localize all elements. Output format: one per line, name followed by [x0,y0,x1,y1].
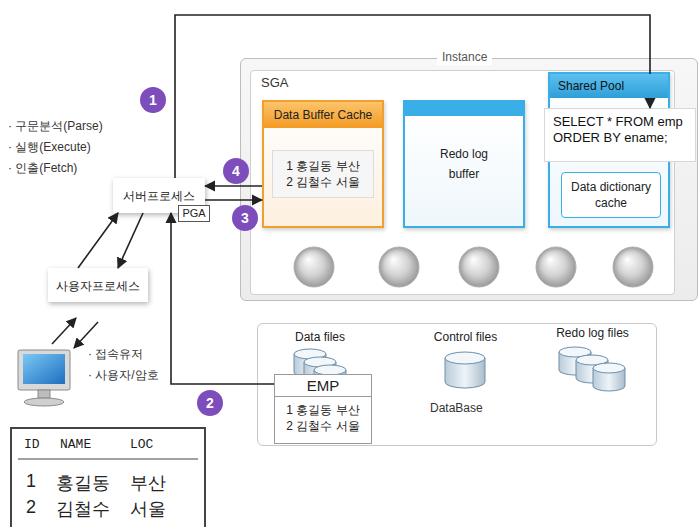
buffer-cache-box: Data Buffer Cache 1 홍길동 부산2 김철수 서울 [262,100,384,228]
callout-number: 3 [232,205,258,231]
step-note: · 구문분석(Parse) [8,118,103,135]
flow-arrow [175,15,650,178]
flow-arrow [171,213,274,384]
node-text: 사용자프로세스 [48,278,148,295]
node-text: Control files [418,330,513,344]
callout-number: 2 [197,390,223,416]
emp-table-box: EMP1 홍길동 부산2 김철수 서울 [274,374,372,444]
node-text: EMP [275,375,371,397]
callout-number: 4 [223,158,249,184]
node-text: LOC [130,437,153,452]
redo-buffer-box: Redo log buffer [403,100,525,228]
node-text: 홍길동 [56,471,110,495]
stand [38,390,50,398]
node-text: Data files [280,330,360,344]
flow-arrow [205,199,262,201]
node-text: SELECT * FROM emp ORDER BY ename; [553,114,687,146]
buffer-data-box: 1 홍길동 부산2 김철수 서울 [272,150,374,198]
dictionary-cache-box: Data dictionary cache [561,172,661,218]
sga-box: SGA Data Buffer Cache 1 홍길동 부산2 김철수 서울 Redo… [250,70,675,295]
instance-region: InstanceSGAData Buffer Cache1 홍길동 부산2 김철… [240,58,698,301]
node-text: 서버프로세스 [113,188,205,205]
result-table: ID NAME LOC 1 홍길동 부산 2 김철수 서울 [10,427,206,527]
disk-top [445,352,485,364]
step-note: · 실행(Execute) [8,139,91,156]
node-text: Shared Pool [550,74,668,98]
node-text: Data dictionary cache [565,179,657,211]
header-rule [18,459,198,460]
flow-arrow [78,213,118,268]
shared-pool-box: Shared PoolSELECT * FROM emp ORDER BY en… [548,72,670,228]
link-arrow [74,322,98,348]
computer-icon [18,350,70,406]
node-text: SGA [261,75,288,90]
database-region: DataBase Data filesEMP1 홍길동 부산2 김철수 서울 Con… [257,323,657,446]
node-text: NAME [60,437,91,452]
callout-number: 1 [140,87,166,113]
node-text: Redo log files [540,326,645,340]
flow-arrow [205,185,262,187]
node-text: 서울 [130,497,166,521]
login-note: · 사용자/암호 [88,367,159,384]
memory-sphere [536,247,576,287]
flow-arrow [118,213,143,268]
node-text: Redo log buffer [405,116,523,184]
control-files-store: Control files [418,330,513,390]
sql-box: SELECT * FROM emp ORDER BY ename; [544,108,696,162]
link-arrow [52,318,76,344]
screen [23,354,65,384]
disk-top [593,363,625,373]
data-files-store: Data files [280,330,360,380]
memory-sphere [294,247,334,287]
memory-sphere [459,247,499,287]
node-text: DataBase [430,401,483,415]
pga-box: PGA [178,205,210,222]
node-text: 1 홍길동 부산 [273,158,373,174]
node-text: 2 김철수 서울 [275,418,371,434]
node-text: 부산 [130,471,166,495]
login-note: · 접속유저 [88,346,143,363]
node-text: 1 홍길동 부산 [275,397,371,418]
memory-sphere [379,247,419,287]
node-text: 1 [26,471,36,492]
node-text: ID [24,437,40,452]
node-text: 김철수 [56,497,110,521]
node-text: 2 김철수 서울 [273,174,373,190]
user-process-box: 사용자프로세스 [48,268,148,302]
monitor [18,350,70,390]
memory-sphere [613,247,653,287]
base [24,398,64,406]
step-note: · 인출(Fetch) [8,160,77,177]
node-text: 2 [26,497,36,518]
node-text: Instance [437,50,492,65]
node-text: PGA [179,206,209,221]
node-text: Data Buffer Cache [264,102,382,128]
redo-files-store: Redo log files [540,326,645,396]
